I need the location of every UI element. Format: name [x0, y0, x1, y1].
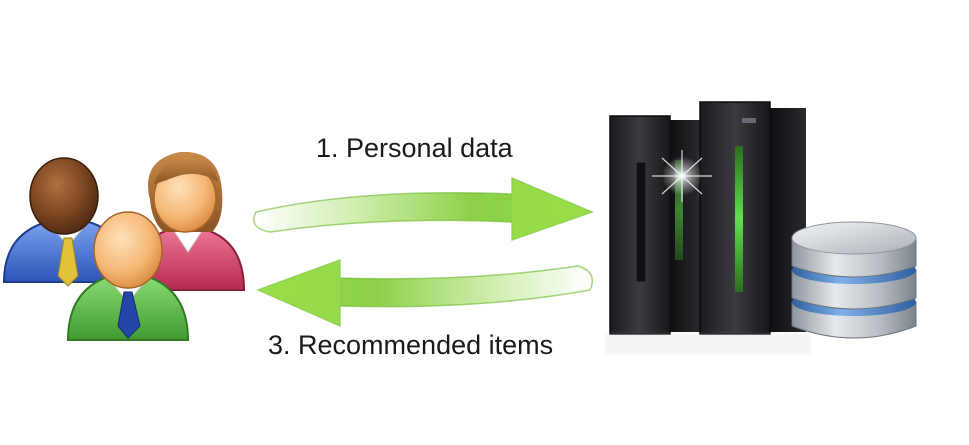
user-group-icon [2, 151, 246, 341]
arrow-left [255, 258, 593, 328]
label-recommended-items: 3. Recommended items [268, 330, 554, 360]
label-personal-data: 1. Personal data [316, 133, 513, 163]
arrow-right [253, 176, 595, 242]
server-icon [606, 101, 810, 354]
database-icon [791, 221, 917, 339]
user-man-front-icon [66, 211, 190, 341]
